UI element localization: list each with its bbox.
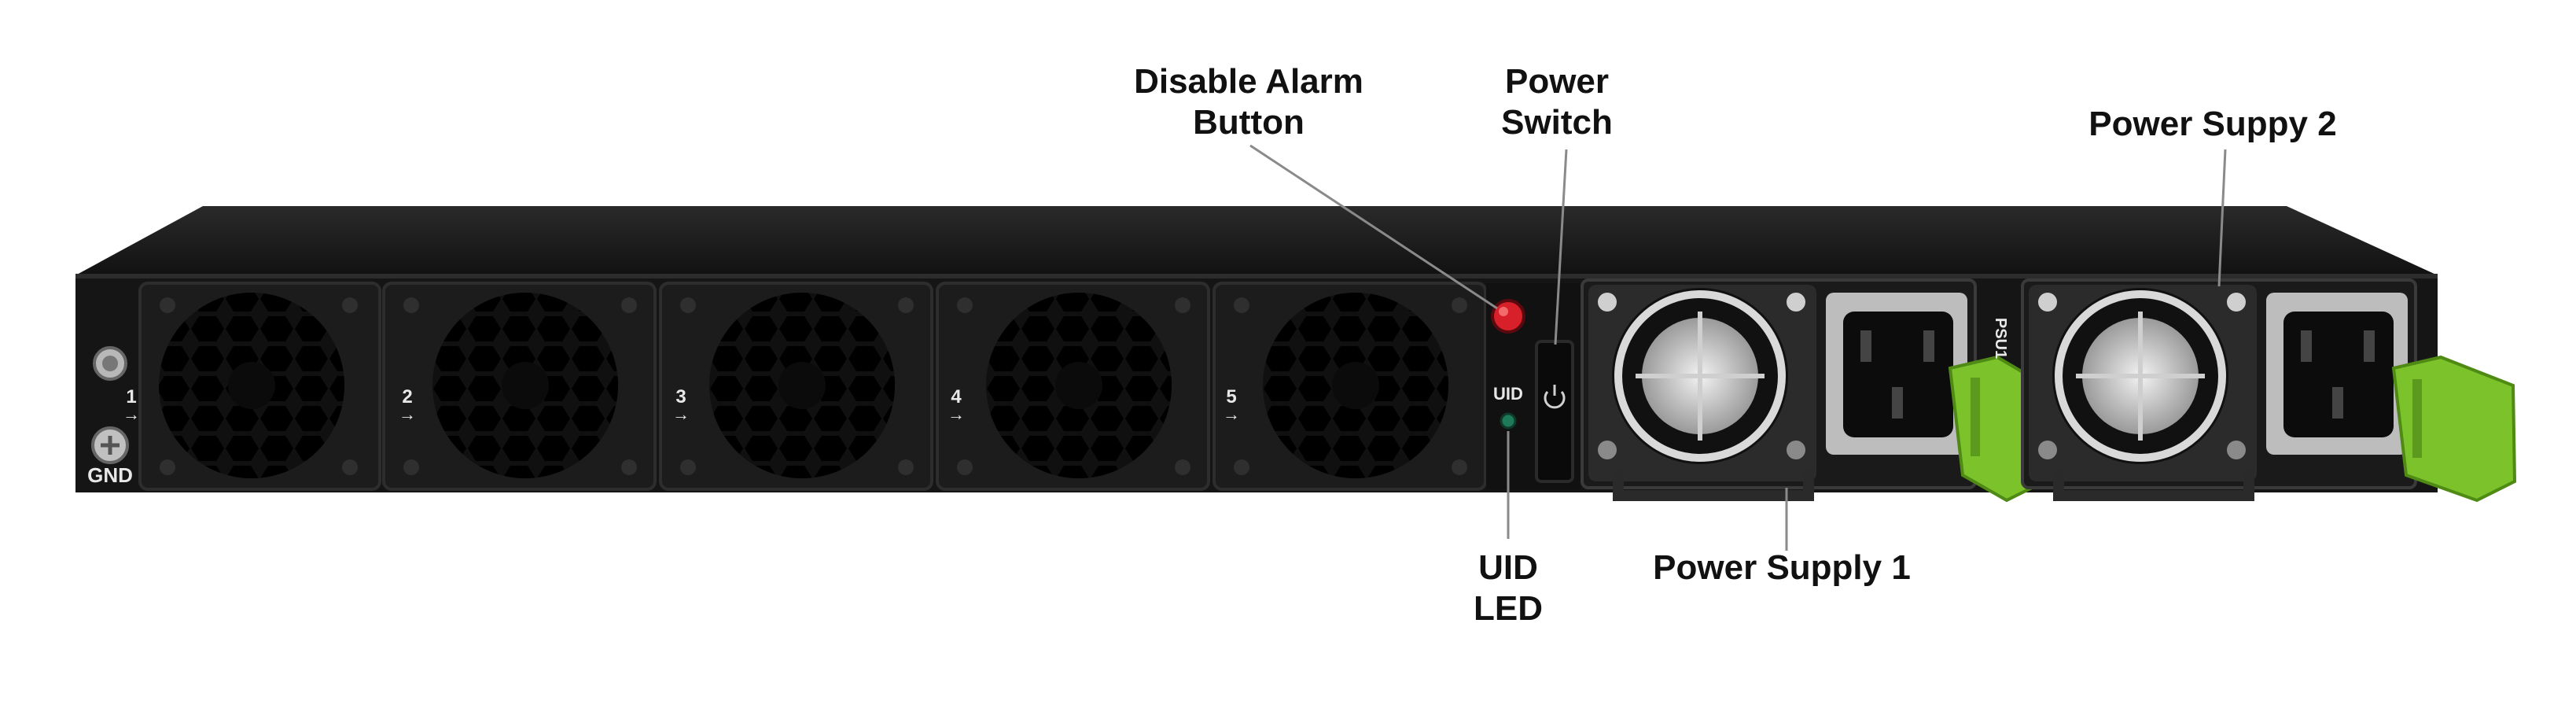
psu2-release-latch[interactable] [2391,355,2517,503]
fan-number-5: 5 [1226,386,1236,407]
arrow-icon: → [123,404,140,424]
callout-power-supply-1: Power Supply 1 [1653,548,1911,587]
uid-led [1500,412,1517,430]
callout-power-switch: Power Switch [1501,62,1613,142]
fan-module-3[interactable]: 3 → [659,282,933,491]
callout-uid-led: UID LED [1474,548,1543,628]
svg-text:Switch: Switch [1501,103,1613,142]
svg-text:Power: Power [1505,62,1609,101]
callout-leader-lines [1249,144,2227,551]
disable-alarm-button[interactable] [1491,299,1525,334]
fan-number-1: 1 [126,386,136,407]
arrow-icon: → [948,404,965,424]
arrow-icon: → [672,404,690,424]
svg-text:UID: UID [1478,548,1538,587]
fan-number-3: 3 [675,386,686,407]
power-icon [1544,385,1566,409]
ground-terminal-area: GND [87,346,133,487]
fan-module-1[interactable]: 1 → [123,282,381,491]
arrow-icon: → [399,404,416,424]
uid-label: UID [1493,384,1523,404]
svg-text:Button: Button [1193,103,1305,142]
callout-power-supply-2: Power Suppy 2 [2088,105,2336,143]
arrow-icon: → [1223,404,1240,424]
fan-module-2[interactable]: 2 → [382,282,657,491]
power-supply-1[interactable] [1581,278,1977,501]
fan-module-5[interactable]: 5 → [1213,282,1487,491]
power-switch[interactable] [1535,340,1574,483]
fan-number-2: 2 [402,386,412,407]
control-column: UID [1486,283,1581,489]
psu1-label: PSU1 [1992,318,2009,359]
power-supply-2[interactable] [2021,278,2417,501]
fan-module-4[interactable]: 4 → [936,282,1210,491]
fan-number-4: 4 [951,386,962,407]
svg-text:LED: LED [1474,589,1543,628]
svg-text:Disable Alarm: Disable Alarm [1134,62,1363,101]
gnd-label: GND [87,463,133,487]
callout-disable-alarm: Disable Alarm Button [1134,62,1363,142]
